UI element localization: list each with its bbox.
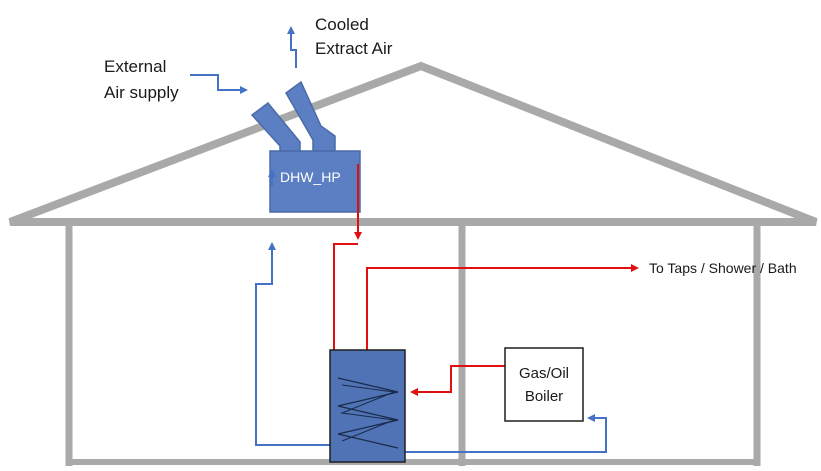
boiler-unit: Gas/Oil Boiler <box>504 347 584 422</box>
heat-pump-box <box>269 150 361 213</box>
boiler-box <box>504 347 584 422</box>
cooled-label-line2: Extract Air <box>315 39 393 58</box>
air-flow-arrows <box>190 26 297 94</box>
cold-pipes <box>255 169 607 453</box>
cooled-air-arrow <box>287 26 297 68</box>
boiler-label-line1: Gas/Oil <box>519 365 569 382</box>
hot-water-cylinder <box>329 349 406 463</box>
cold-return-to-boiler <box>405 414 607 453</box>
hot-to-taps <box>366 264 639 350</box>
heat-pump-ducts <box>250 80 336 157</box>
heat-pump-label: DHW_HP <box>280 169 341 185</box>
taps-label: To Taps / Shower / Bath <box>649 260 797 276</box>
hot-to-cylinder <box>333 243 358 350</box>
cylinder-coil-inner <box>340 384 396 442</box>
house-outline <box>8 61 818 466</box>
heat-pump-unit: DHW_HP <box>269 150 361 213</box>
cold-return-to-heat-pump <box>255 242 330 446</box>
boiler-to-cylinder <box>410 365 505 396</box>
extract-duct <box>285 80 336 157</box>
external-label-line1: External <box>104 57 166 76</box>
external-label-line2: Air supply <box>104 83 179 102</box>
cylinder-body <box>329 349 406 463</box>
hot-pipes <box>333 164 639 396</box>
boiler-label-line2: Boiler <box>525 388 563 405</box>
cylinder-coil <box>337 377 399 449</box>
external-air-arrow <box>190 74 248 94</box>
cooled-label-line1: Cooled <box>315 15 369 34</box>
